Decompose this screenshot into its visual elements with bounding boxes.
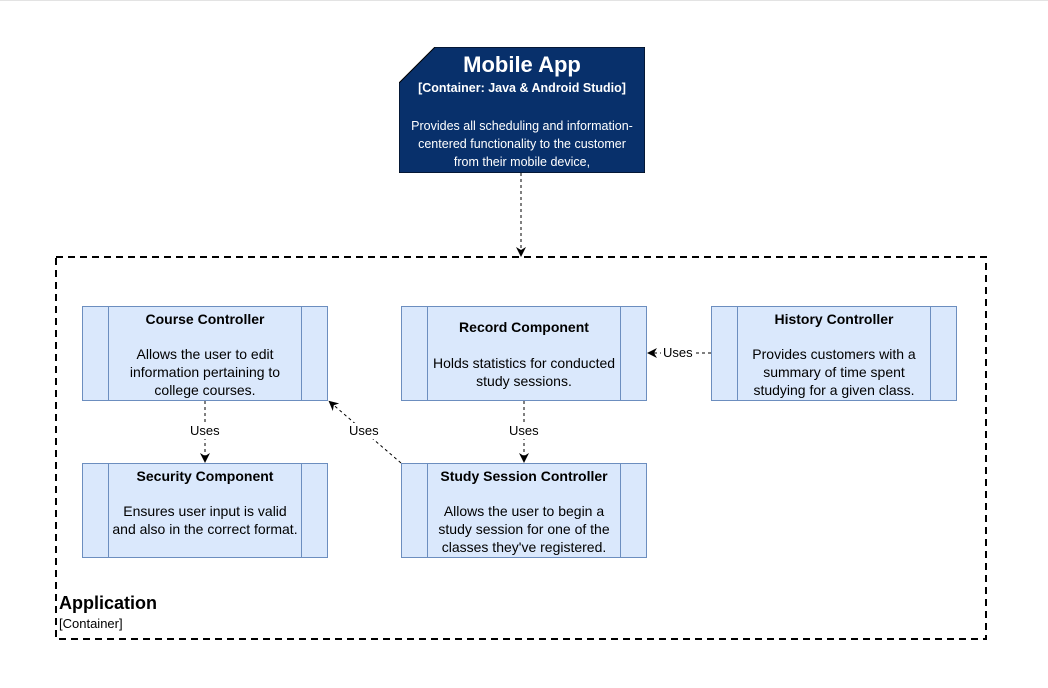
record-component-title: Record Component [459,319,589,335]
mobile-app-technology: [Container: Java & Android Studio] [418,81,626,95]
study-session-controller-description: Allows the user to begin a study session… [438,503,610,555]
component-left-bar [427,307,428,400]
mobile-app-description: Provides all scheduling and information-… [411,119,633,169]
component-left-bar [737,307,738,400]
history-controller-title: History Controller [774,311,894,327]
application-boundary [55,256,987,640]
course-controller-title: Course Controller [145,311,265,327]
component-left-bar [108,307,109,400]
component-left-bar [427,464,428,557]
component-right-bar [620,464,621,557]
edge-study-to-course [328,400,402,464]
mobile-app-title: Mobile App [463,52,581,77]
security-component: Security Component Ensures user input is… [82,463,328,558]
history-controller-description: Provides customers with a summary of tim… [752,346,916,398]
application-boundary-title: Application [59,593,157,613]
component-left-bar [108,464,109,557]
security-component-title: Security Component [136,468,274,484]
component-right-bar [301,464,302,557]
edge-label-history-to-record: Uses [661,345,695,361]
security-component-description: Ensures user input is valid and also in … [112,503,298,537]
course-controller-component: Course Controller Allows the user to edi… [82,306,328,401]
mobile-app-shape [399,47,645,173]
mobile-app-container: Mobile App [Container: Java & Android St… [399,47,645,173]
course-controller-description: Allows the user to edit information pert… [129,346,281,398]
edge-label-course-to-security: Uses [188,423,222,439]
record-component-description: Holds statistics for conducted study ses… [432,355,616,389]
application-boundary-type: [Container] [59,616,123,631]
study-session-controller-component: Study Session Controller Allows the user… [401,463,647,558]
edge-label-study-to-course: Uses [347,423,381,439]
component-right-bar [930,307,931,400]
component-right-bar [301,307,302,400]
edge-label-record-to-study: Uses [507,423,541,439]
history-controller-component: History Controller Provides customers wi… [711,306,957,401]
top-border-line [0,0,1048,1]
record-component: Record Component Holds statistics for co… [401,306,647,401]
study-session-controller-title: Study Session Controller [440,468,608,484]
component-right-bar [620,307,621,400]
